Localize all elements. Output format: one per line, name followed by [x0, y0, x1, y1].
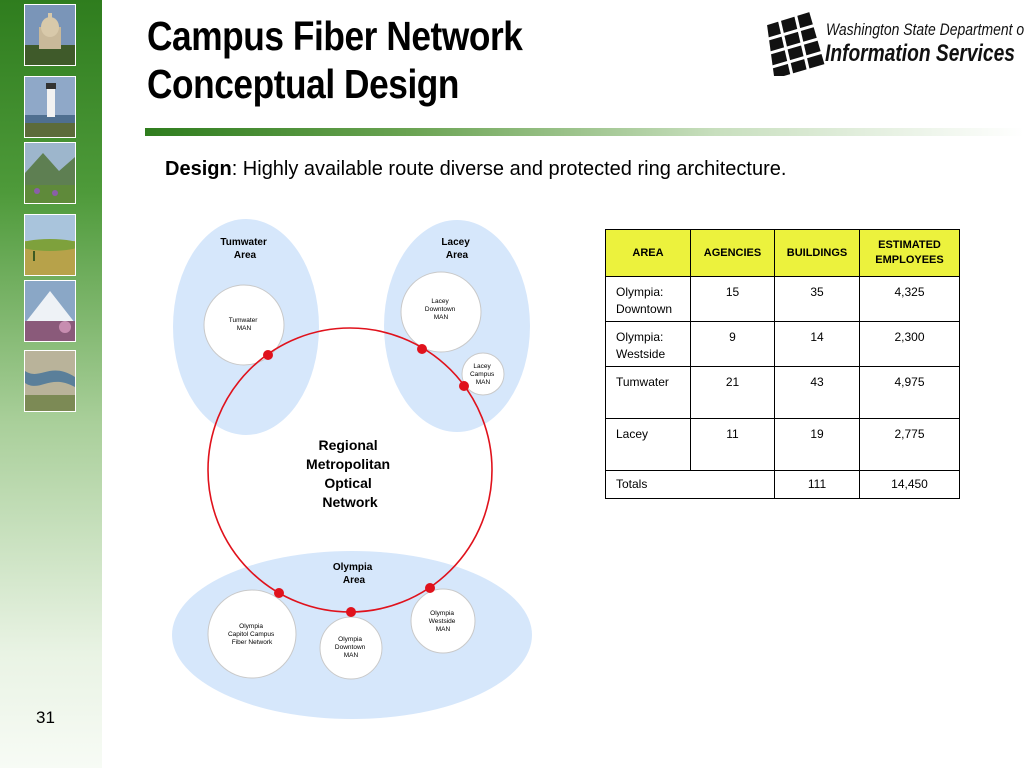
cell-area: Olympia:Westside	[605, 321, 691, 367]
ring-node-olympia-downtown	[346, 607, 356, 617]
table-row: Lacey 11 19 2,775	[605, 418, 960, 471]
table-row: Olympia:Downtown 15 35 4,325	[605, 276, 960, 322]
ring-label: Regional Metropolitan Optical Network	[306, 437, 394, 510]
cell-agencies: 9	[690, 321, 775, 367]
network-diagram: Tumwater Area Lacey Area Olympia Area Tu…	[172, 219, 532, 719]
dis-logo: Washington State Department of Informati…	[758, 10, 1024, 76]
olympia-capitol-label: Olympia Capitol Campus Fiber Network	[228, 623, 276, 646]
ring-node-lacey-downtown	[417, 344, 427, 354]
mount-rainier-photo	[24, 280, 76, 342]
mountain-meadow-photo	[24, 142, 76, 204]
ring-node-olympia-westside	[425, 583, 435, 593]
cell-employees: 4,975	[859, 366, 960, 419]
wheat-field-photo	[24, 214, 76, 276]
totals-buildings: 111	[774, 470, 860, 499]
ring-node-olympia-capitol	[274, 588, 284, 598]
cell-area: Tumwater	[605, 366, 691, 419]
title-divider	[145, 128, 1024, 136]
cell-employees: 2,775	[859, 418, 960, 471]
olympia-area-label: Olympia Area	[333, 562, 375, 586]
lacey-campus-man-node	[461, 352, 505, 396]
olympia-westside-man-label: Olympia Westside MAN	[429, 610, 457, 633]
river-valley-photo	[24, 350, 76, 412]
totals-label: Totals	[605, 470, 691, 499]
olympia-westside-man-node	[410, 588, 476, 654]
totals-row: Totals 111 14,450	[605, 470, 960, 499]
header-agencies: AGENCIES	[690, 229, 775, 277]
design-statement: Design: Highly available route diverse a…	[165, 158, 786, 181]
cell-agencies: 11	[690, 418, 775, 471]
cell-area: Lacey	[605, 418, 691, 471]
sidebar-band	[0, 0, 102, 768]
cell-buildings: 19	[774, 418, 860, 471]
design-label: Design	[165, 158, 232, 180]
area-summary-table: AREA AGENCIES BUILDINGS ESTIMATED EMPLOY…	[605, 229, 960, 499]
cell-buildings: 43	[774, 366, 860, 419]
header-employees: ESTIMATED EMPLOYEES	[859, 229, 960, 277]
slide-number: 31	[36, 708, 55, 727]
logo-line-2: Information Services	[825, 40, 1015, 67]
header-area: AREA	[605, 229, 691, 277]
lighthouse-photo	[24, 76, 76, 138]
table-row: Tumwater 21 43 4,975	[605, 366, 960, 419]
cell-buildings: 14	[774, 321, 860, 367]
lacey-downtown-man-node	[400, 271, 482, 353]
tumwater-man-label: Tumwater MAN	[229, 317, 259, 332]
cell-buildings: 35	[774, 276, 860, 322]
olympia-downtown-man-label: Olympia Downtown MAN	[335, 636, 367, 659]
design-text: : Highly available route diverse and pro…	[231, 158, 787, 180]
title-line-1: Campus Fiber Network	[147, 13, 523, 59]
totals-employees: 14,450	[859, 470, 960, 499]
cell-area: Olympia:Downtown	[605, 276, 691, 322]
cell-employees: 2,300	[859, 321, 960, 367]
capitol-dome-photo	[24, 4, 76, 66]
logo-line-1: Washington State Department of	[826, 20, 1024, 39]
lacey-downtown-man-label: Lacey Downtown MAN	[425, 298, 457, 321]
table-row: Olympia:Westside 9 14 2,300	[605, 321, 960, 367]
lacey-campus-man-label: Lacey Campus MAN	[470, 363, 496, 386]
cell-agencies: 21	[690, 366, 775, 419]
tumwater-area-label: Tumwater Area	[220, 237, 269, 261]
cell-agencies: 15	[690, 276, 775, 322]
tumwater-man-node	[203, 284, 285, 366]
title-line-2: Conceptual Design	[147, 61, 460, 107]
table-header-row: AREA AGENCIES BUILDINGS ESTIMATED EMPLOY…	[605, 229, 960, 277]
page-title: Campus Fiber Network Conceptual Design	[147, 12, 523, 108]
ring-node-tumwater	[263, 350, 273, 360]
dis-logo-mark-icon	[765, 12, 825, 76]
ring-node-lacey-campus	[459, 381, 469, 391]
lacey-area-label: Lacey Area	[441, 237, 472, 261]
header-buildings: BUILDINGS	[774, 229, 860, 277]
olympia-capitol-node	[207, 589, 297, 679]
cell-employees: 4,325	[859, 276, 960, 322]
totals-agencies-empty	[690, 470, 775, 499]
